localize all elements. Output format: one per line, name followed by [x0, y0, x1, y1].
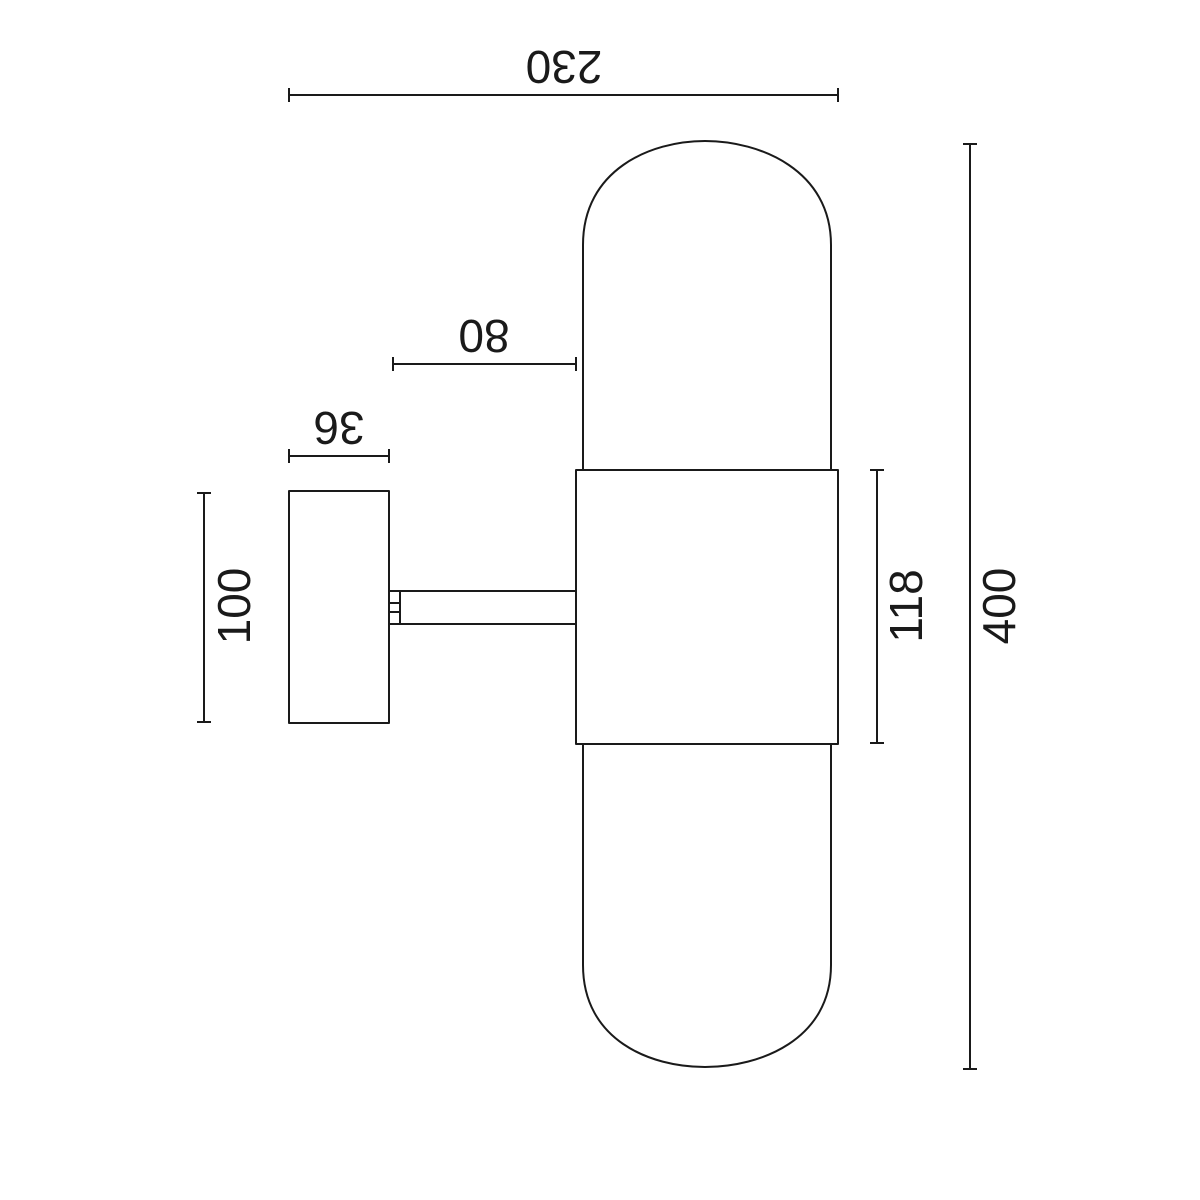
dimension-width-total-label: 230	[526, 41, 603, 93]
dimension-base-depth: 36	[288, 402, 390, 463]
upper-glass-shade	[582, 140, 832, 470]
wall-base	[288, 490, 390, 724]
arm-joint	[388, 590, 401, 625]
dimension-base-height-label: 100	[208, 568, 260, 645]
lower-glass-shade	[582, 744, 832, 1068]
arm	[400, 590, 576, 625]
dimension-arm-length: 80	[392, 310, 577, 371]
dimension-height-total: 400	[963, 143, 1025, 1070]
dimension-width-total: 230	[288, 41, 839, 102]
dimension-band-height: 118	[870, 469, 932, 744]
dimension-height-total-label: 400	[973, 568, 1025, 645]
dimension-base-depth-label: 36	[313, 402, 364, 454]
dimension-arm-length-label: 80	[458, 310, 509, 362]
central-band	[575, 469, 839, 745]
dimension-band-height-label: 118	[880, 569, 932, 642]
dimension-base-height: 100	[197, 492, 260, 723]
